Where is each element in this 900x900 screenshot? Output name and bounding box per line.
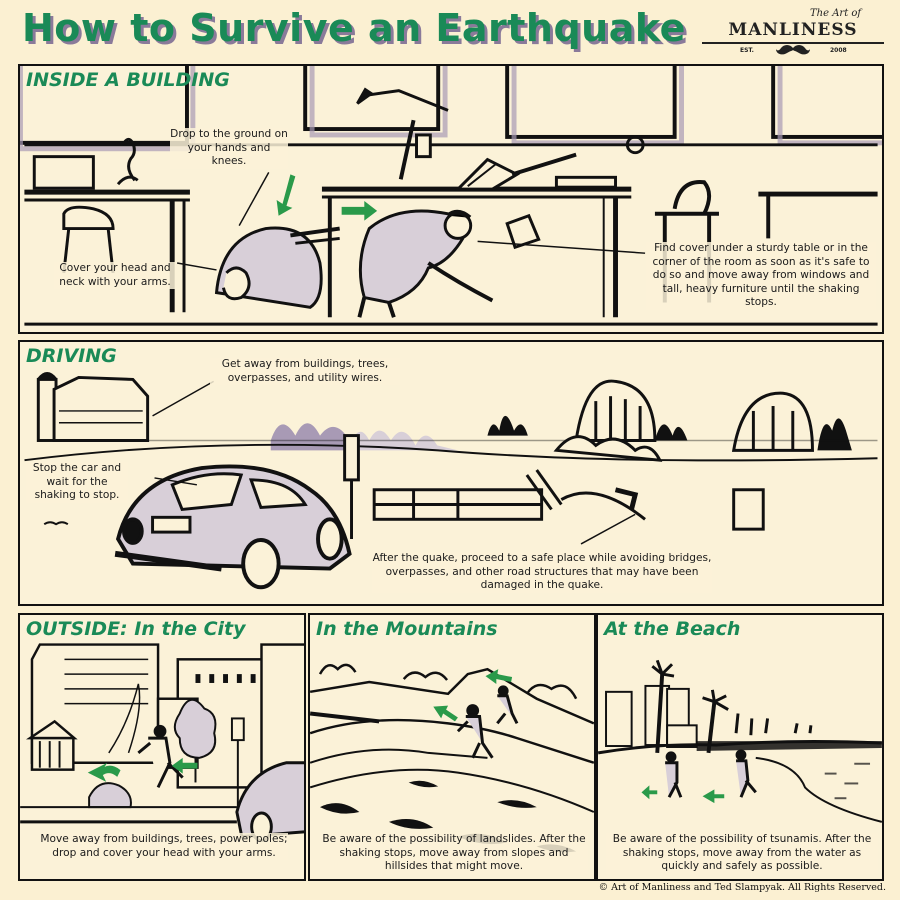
- panel-heading-mountains: In the Mountains: [316, 618, 498, 640]
- caption-city: Move away from buildings, trees, power p…: [40, 833, 288, 860]
- arrow-left-icon: [87, 762, 121, 782]
- treeline: [270, 379, 852, 452]
- panel-city: OUTSIDE: In the City Move away from buil…: [18, 613, 306, 881]
- traffic-light: [343, 434, 360, 539]
- left-desk: [24, 137, 190, 313]
- arrow-right-icon: [341, 200, 378, 221]
- hiker-lower: [456, 704, 494, 759]
- panel-mountains: In the Mountains Be aware of the possibi…: [308, 613, 596, 881]
- arrow-down-icon: [276, 174, 296, 216]
- hiker-upper: [496, 685, 519, 725]
- logo-est-label: EST.: [740, 47, 754, 54]
- panel-heading-city: OUTSIDE: In the City: [26, 618, 246, 640]
- panel-inside-building: INSIDE A BUILDING Drop to the ground on …: [18, 64, 884, 334]
- running-person: [137, 724, 184, 789]
- caption-after-quake: After the quake, proceed to a safe place…: [372, 552, 712, 593]
- car-illustration: [114, 464, 352, 590]
- road-illustration: [24, 372, 878, 590]
- person-covering-head: [214, 226, 340, 309]
- arrow-left-icon: [641, 785, 658, 800]
- panel-beach: At the Beach Be aware of the possibility…: [596, 613, 884, 881]
- farm-buildings: [36, 372, 150, 442]
- mustache-icon: [776, 45, 810, 55]
- parking-sign: [230, 717, 245, 813]
- caption-cover-head: Cover your head and neck with your arms.: [54, 262, 176, 289]
- panel-heading-inside-building: INSIDE A BUILDING: [26, 69, 230, 91]
- parked-car: [235, 761, 304, 843]
- person-running: [735, 749, 757, 798]
- crouching-person: [88, 782, 132, 809]
- damaged-bridge: [372, 435, 765, 531]
- page-title: How to Survive an Earthquake: [22, 6, 686, 50]
- arrow-left-icon: [702, 789, 725, 804]
- copyright-notice: © Art of Manliness and Ted Slampyak. All…: [598, 882, 886, 893]
- arrow-left-icon: [433, 705, 458, 722]
- caption-mountains: Be aware of the possibility of landslide…: [320, 833, 588, 874]
- beach-illustration: [598, 659, 882, 823]
- caption-stop-car: Stop the car and wait for the shaking to…: [26, 462, 128, 503]
- person-under-desk: [357, 209, 541, 318]
- logo-script: The Art of: [810, 8, 862, 19]
- mountains-illustration: [310, 663, 594, 853]
- logo-est-year: 2008: [830, 47, 847, 54]
- window-frames: [20, 66, 882, 145]
- city-illustration: [20, 643, 304, 843]
- caption-find-cover: Find cover under a sturdy table or in th…: [646, 242, 876, 310]
- arrow-left-icon: [171, 757, 198, 774]
- panel-heading-driving: DRIVING: [26, 345, 117, 367]
- panel-heading-beach: At the Beach: [604, 618, 741, 640]
- caption-get-away: Get away from buildings, trees, overpass…: [210, 358, 400, 385]
- panel-driving: DRIVING Get away from buildings, trees, …: [18, 340, 884, 606]
- person-walking: [665, 751, 683, 798]
- caption-drop: Drop to the ground on your hands and kne…: [170, 128, 288, 169]
- caption-beach: Be aware of the possibility of tsunamis.…: [606, 833, 878, 874]
- logo-rule: [702, 42, 884, 44]
- office-illustration: [20, 66, 882, 326]
- heading-outside: OUTSIDE:: [26, 618, 128, 640]
- logo-brand: MANLINESS: [728, 20, 858, 40]
- arrow-left-icon: [485, 669, 513, 684]
- palm-trees: [651, 659, 813, 754]
- tree: [173, 698, 217, 783]
- main-desk: [321, 87, 645, 318]
- brand-logo: The Art of MANLINESS EST. 2008: [700, 8, 886, 56]
- heading-in-the-city: In the City: [127, 618, 246, 640]
